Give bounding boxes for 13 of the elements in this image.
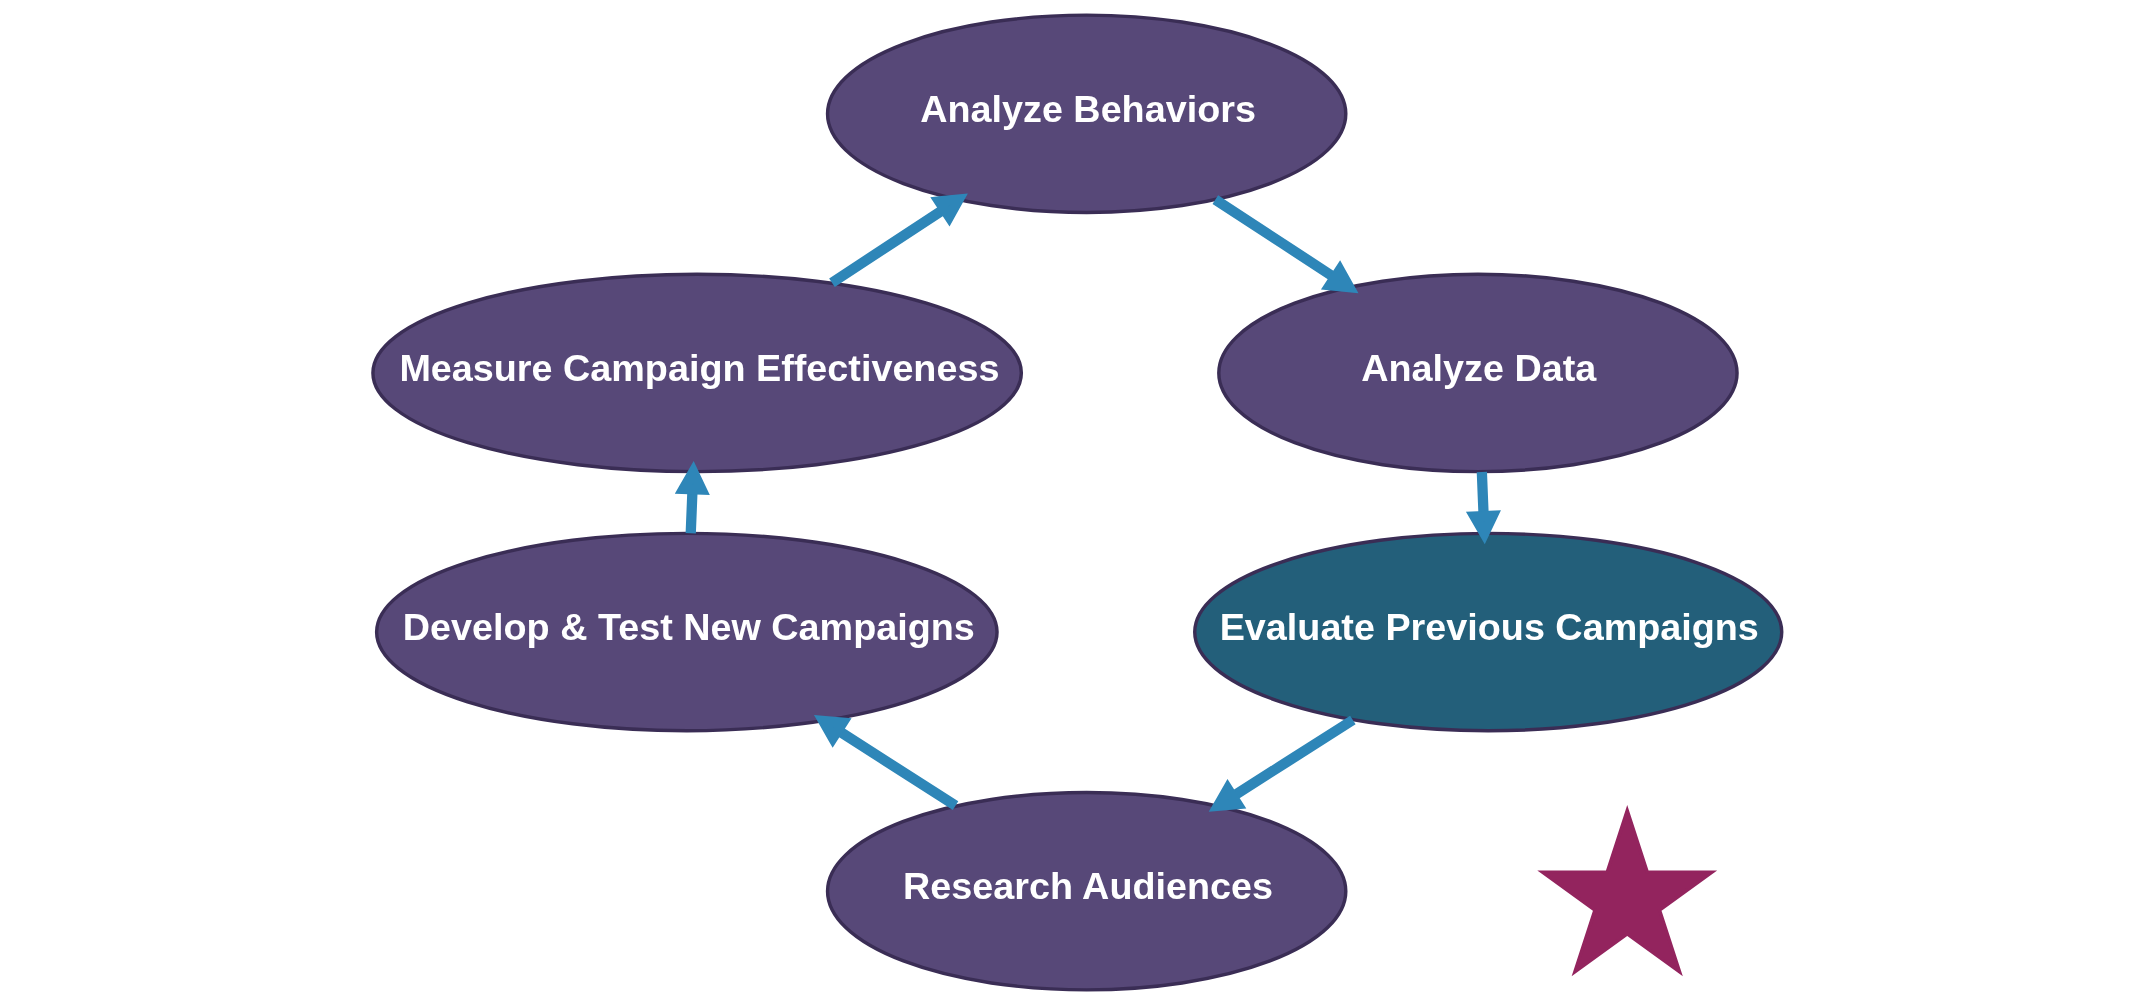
arrow [1208, 715, 1356, 812]
node-ellipse: Measure Campaign Effectiveness [370, 272, 1023, 474]
arrow [674, 461, 710, 534]
arrow [828, 193, 968, 287]
node-ellipse: Analyze Behaviors [825, 13, 1347, 215]
node-ellipse: Evaluate Previous Campaigns [1192, 531, 1783, 733]
arrow [1212, 195, 1358, 294]
node-ellipse: Develop & Test New Campaigns [374, 531, 999, 733]
node-ellipse: Research Audiences [825, 790, 1347, 992]
arrow [813, 715, 958, 810]
arrow [1465, 471, 1501, 545]
node-ellipse: Analyze Data [1216, 272, 1739, 474]
node-star [1536, 804, 1717, 977]
